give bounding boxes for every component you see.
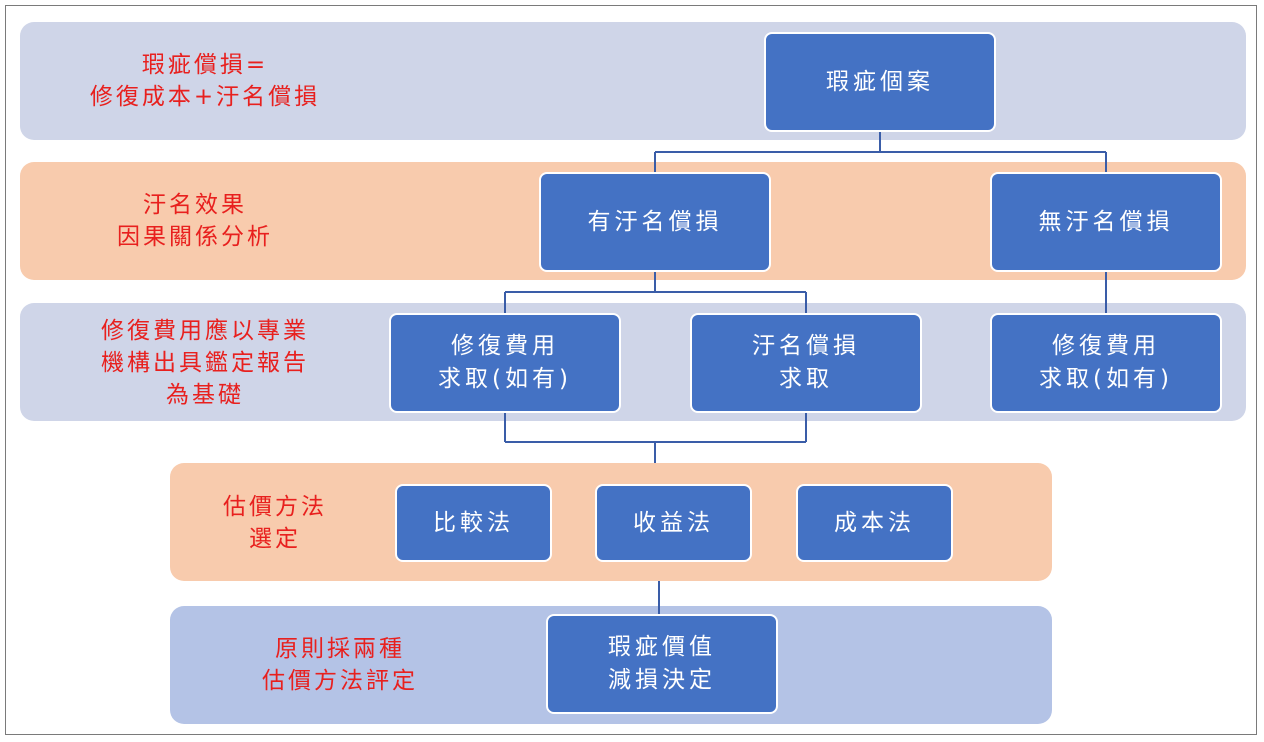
- node-without-stigma[interactable]: 無汙名償損: [990, 172, 1222, 272]
- node-text: 修復費用: [1052, 333, 1160, 359]
- label-line: 為基礎: [166, 382, 244, 408]
- node-text: 收益法: [633, 509, 714, 536]
- node-text: 無汙名償損: [1038, 208, 1174, 235]
- node-text: 求取(如有): [438, 366, 572, 392]
- node-defect-case[interactable]: 瑕疵個案: [764, 32, 996, 132]
- label-line: 機構出具鑑定報告: [101, 350, 309, 376]
- node-comparison-method[interactable]: 比較法: [395, 484, 552, 562]
- node-repair-claim-left[interactable]: 修復費用 求取(如有): [389, 313, 621, 413]
- node-value-decision[interactable]: 瑕疵價值 減損決定: [546, 614, 778, 714]
- node-text: 比較法: [433, 509, 514, 536]
- label-dual-method-assessment: 原則採兩種 估價方法評定: [215, 624, 465, 706]
- node-repair-claim-right[interactable]: 修復費用 求取(如有): [990, 313, 1222, 413]
- label-valuation-method-selection: 估價方法 選定: [185, 482, 365, 564]
- label-repair-report-basis: 修復費用應以專業 機構出具鑑定報告 為基礎: [40, 314, 370, 412]
- node-income-method[interactable]: 收益法: [595, 484, 752, 562]
- node-text: 修復費用: [451, 333, 559, 359]
- node-with-stigma[interactable]: 有汙名償損: [539, 172, 771, 272]
- node-stigma-claim[interactable]: 汙名償損 求取: [690, 313, 922, 413]
- label-line: 修復成本+汙名償損: [89, 84, 321, 110]
- node-text: 求取(如有): [1039, 366, 1173, 392]
- node-text: 汙名償損: [752, 333, 860, 359]
- label-stigma-effect-analysis: 汙名效果 因果關係分析: [60, 180, 330, 262]
- label-defect-compensation-formula: 瑕疵償損= 修復成本+汙名償損: [40, 40, 370, 122]
- label-line: 因果關係分析: [117, 224, 273, 250]
- node-text: 求取: [779, 366, 833, 392]
- diagram-frame: [5, 5, 1257, 735]
- label-line: 瑕疵償損=: [141, 52, 269, 78]
- node-text: 有汙名償損: [587, 208, 723, 235]
- label-line: 修復費用應以專業: [101, 318, 309, 344]
- node-cost-method[interactable]: 成本法: [796, 484, 953, 562]
- node-text: 減損決定: [608, 667, 716, 693]
- node-text: 瑕疵價值: [608, 634, 716, 660]
- label-line: 原則採兩種: [275, 636, 405, 662]
- label-line: 汙名效果: [143, 192, 247, 218]
- label-line: 估價方法: [223, 494, 327, 520]
- node-text: 瑕疵個案: [826, 68, 934, 95]
- label-line: 選定: [249, 526, 301, 552]
- label-line: 估價方法評定: [262, 668, 418, 694]
- band-defect-compensation: [20, 22, 1246, 140]
- node-text: 成本法: [834, 509, 915, 536]
